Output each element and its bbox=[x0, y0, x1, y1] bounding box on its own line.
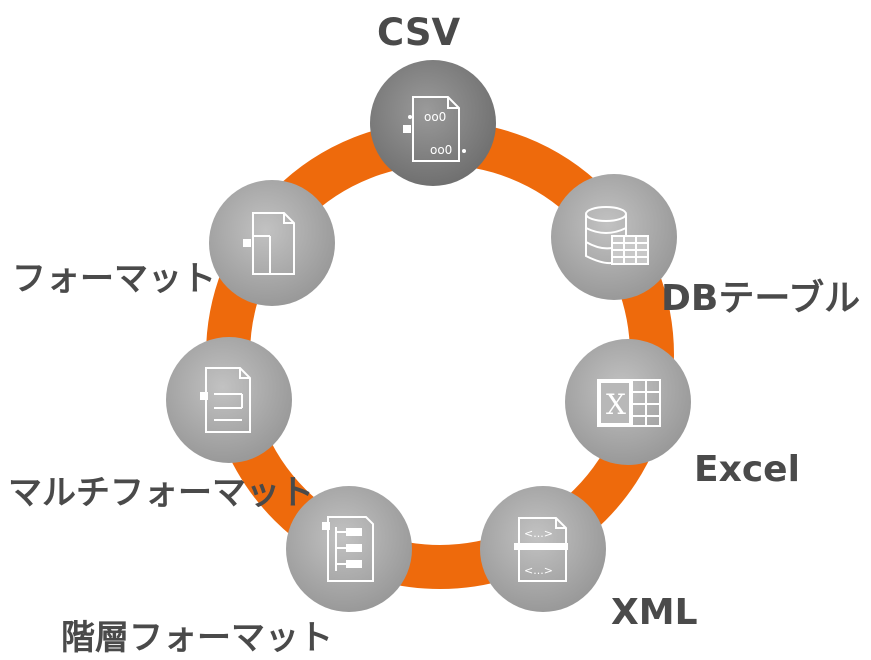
document-icon bbox=[243, 212, 295, 275]
node-db[interactable] bbox=[551, 174, 677, 300]
label-multi-format: マルチフォーマット bbox=[8, 473, 314, 513]
multi-format-icon bbox=[200, 367, 251, 433]
svg-text:<...>: <...> bbox=[524, 564, 553, 577]
node-multi[interactable] bbox=[166, 337, 292, 463]
node-multi-circle bbox=[166, 337, 292, 463]
svg-text:oo0: oo0 bbox=[430, 143, 452, 157]
node-csv[interactable]: oo0 oo0 bbox=[370, 60, 496, 186]
node-format-circle bbox=[209, 180, 335, 306]
svg-text:<...>: <...> bbox=[524, 527, 553, 540]
node-format[interactable] bbox=[209, 180, 335, 306]
svg-text:oo0: oo0 bbox=[424, 110, 446, 124]
node-excel[interactable]: X bbox=[565, 339, 691, 465]
node-hier[interactable] bbox=[286, 486, 412, 612]
label-excel: Excel bbox=[694, 449, 800, 490]
label-db-table: DBテーブル bbox=[661, 278, 861, 319]
hierarchy-icon bbox=[322, 516, 374, 582]
csv-file-icon: oo0 oo0 bbox=[403, 96, 466, 162]
excel-icon: X bbox=[597, 379, 661, 427]
node-csv-circle bbox=[370, 60, 496, 186]
label-hierarchical-format: 階層フォーマット bbox=[61, 618, 333, 658]
svg-text:X: X bbox=[606, 388, 626, 421]
node-xml[interactable]: <...> <...> bbox=[480, 486, 606, 612]
label-csv: CSV bbox=[377, 11, 461, 54]
label-xml: XML bbox=[611, 592, 698, 633]
xml-file-icon: <...> <...> bbox=[514, 517, 568, 582]
label-format: フォーマット bbox=[12, 259, 216, 299]
database-table-icon bbox=[585, 206, 649, 265]
